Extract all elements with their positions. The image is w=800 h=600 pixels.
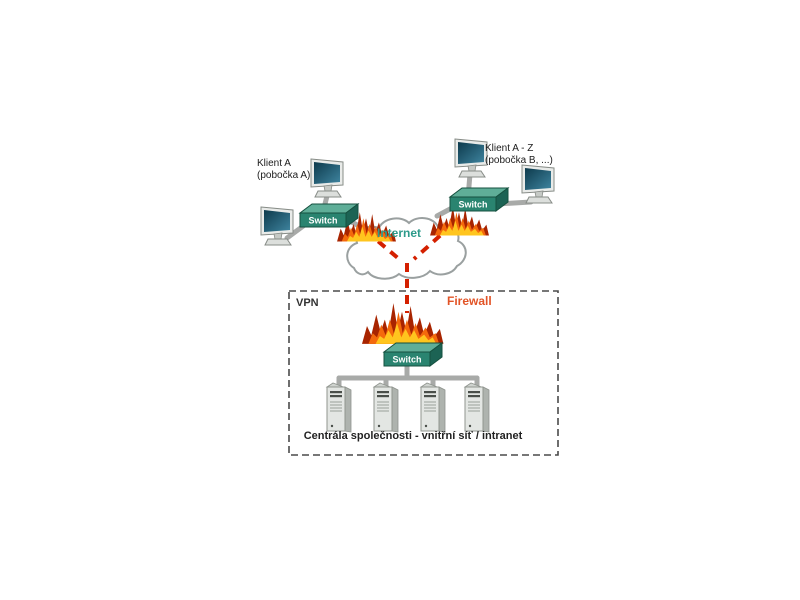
server-icon bbox=[324, 381, 354, 433]
client-right-line1: Klient A - Z bbox=[485, 143, 534, 154]
client-left-label: Klient A (pobočka A) bbox=[257, 158, 310, 182]
client-right-label: Klient A - Z (pobočka B, ...) bbox=[485, 143, 553, 167]
switch-label: Switch bbox=[458, 200, 487, 210]
client-right-line2: (pobočka B, ...) bbox=[485, 155, 553, 166]
switch-icon-right: Switch bbox=[448, 187, 510, 212]
firewall-label: Firewall bbox=[447, 294, 492, 308]
internet-label: Internet bbox=[377, 226, 422, 240]
switch-label: Switch bbox=[392, 355, 421, 365]
intranet-caption: Centrála společnosti - vnitřní síť / int… bbox=[303, 430, 523, 442]
server-icon bbox=[418, 381, 448, 433]
switch-label: Switch bbox=[308, 216, 337, 226]
switch-icon-center: Switch bbox=[382, 342, 444, 367]
client-left-line2: (pobočka A) bbox=[257, 170, 311, 181]
monitor-icon bbox=[306, 156, 350, 200]
monitor-icon bbox=[256, 204, 300, 248]
flame-icon-firewall bbox=[362, 303, 444, 344]
server-icon bbox=[462, 381, 492, 433]
client-left-line1: Klient A bbox=[257, 158, 291, 169]
switch-icon-left: Switch bbox=[298, 203, 360, 228]
monitor-icon bbox=[517, 162, 561, 206]
server-icon bbox=[371, 381, 401, 433]
vpn-boundary bbox=[288, 290, 559, 456]
vpn-label: VPN bbox=[296, 297, 319, 309]
